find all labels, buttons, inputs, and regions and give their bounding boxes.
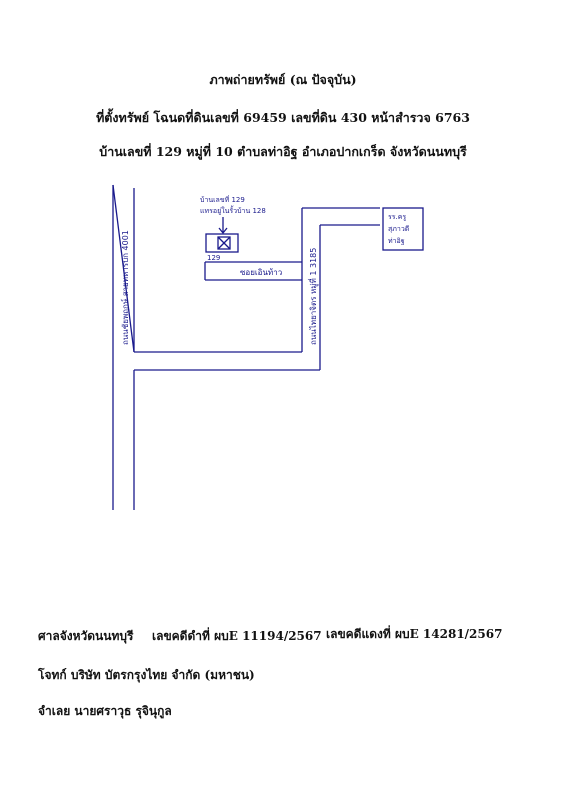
house-number: 129 <box>207 254 220 262</box>
house-plot <box>205 233 239 253</box>
right-road-label: ถนนไทยาจิตร หมู่ที่ 1 3185 <box>307 248 319 345</box>
school-line-3: ท่าอิฐ <box>388 237 405 245</box>
house-marker <box>217 236 231 250</box>
soi-label: ซอยเอินท้าว <box>240 268 282 277</box>
defendant: จำเลย นายศราวุธ รุจินุกูล <box>38 704 172 718</box>
house-cross-2 <box>217 236 231 250</box>
plaintiff: โจทก์ บริษัท บัตรกรุงไทย จำกัด (มหาชน) <box>38 668 255 682</box>
school-line-1: รร.ครู <box>388 213 406 221</box>
school-plot <box>382 207 424 251</box>
house-note: แทรอยู่ในรั้วบ้าน 128 <box>200 204 266 215</box>
house-label: บ้านเลขที่ 129 <box>200 195 245 204</box>
court-name: ศาลจังหวัดนนทบุรี <box>38 629 134 643</box>
left-road-outer-edge <box>112 184 135 353</box>
black-case-number: เลขคดีดำที่ ผบE 11194/2567 <box>152 629 322 643</box>
red-case-number: เลขคดีแดงที่ ผบE 14281/2567 <box>326 627 503 641</box>
house-arrow-head <box>218 227 228 235</box>
school-line-2: สุภาวดี <box>388 225 409 233</box>
property-location: ที่ตั้งทรัพย์ โฉนดที่ดินเลขที่ 69459 เลข… <box>96 110 470 125</box>
property-address: บ้านเลขที่ 129 หมู่ที่ 10 ตำบลท่าอิฐ อำเ… <box>99 144 467 159</box>
document-title: ภาพถ่ายทรัพย์ (ณ ปัจจุบัน) <box>209 72 357 87</box>
left-road-label: ถนนชัยพฤกษ์ สายทหารบก 4001 <box>120 230 130 345</box>
